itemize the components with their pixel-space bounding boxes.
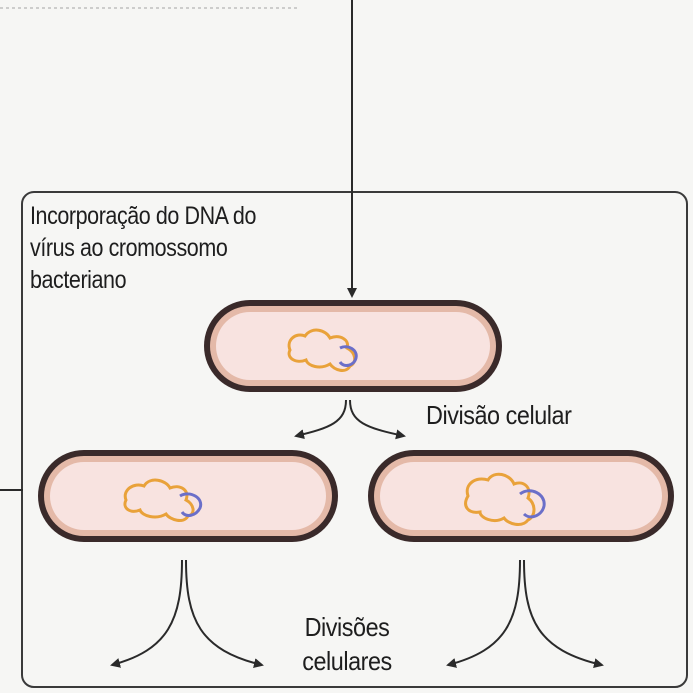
label-cell-division: Divisão celular <box>426 400 572 430</box>
division-arrow-br-right <box>523 559 604 669</box>
bacterium-bottom-left <box>38 450 338 542</box>
label-cell-divisions-line-1: Divisões <box>304 612 390 642</box>
division-arrow-bl-right <box>185 559 264 668</box>
chromosome-top <box>287 328 357 372</box>
division-arrow-bl-left <box>110 559 183 668</box>
label-incorporation: Incorporação do DNA do vírus ao cromosso… <box>30 200 357 296</box>
chromosome-bottom-right <box>464 472 536 526</box>
bacterium-top <box>204 300 502 392</box>
panel-frame <box>21 191 688 688</box>
label-cell-divisions-line-2: celulares <box>302 646 392 676</box>
bacterium-bottom-right <box>368 450 674 542</box>
label-cell-divisions: Divisões celulares <box>280 610 415 678</box>
split-arrow-left <box>294 399 347 440</box>
label-incorporation-line-1: Incorporação do DNA do <box>30 202 256 230</box>
split-arrow-right <box>349 399 406 440</box>
label-incorporation-line-3: bacteriano <box>30 266 127 294</box>
chromosome-bottom-left <box>123 478 195 522</box>
label-incorporation-line-2: vírus ao cromossomo <box>30 234 228 262</box>
division-arrow-br-left <box>446 559 521 668</box>
